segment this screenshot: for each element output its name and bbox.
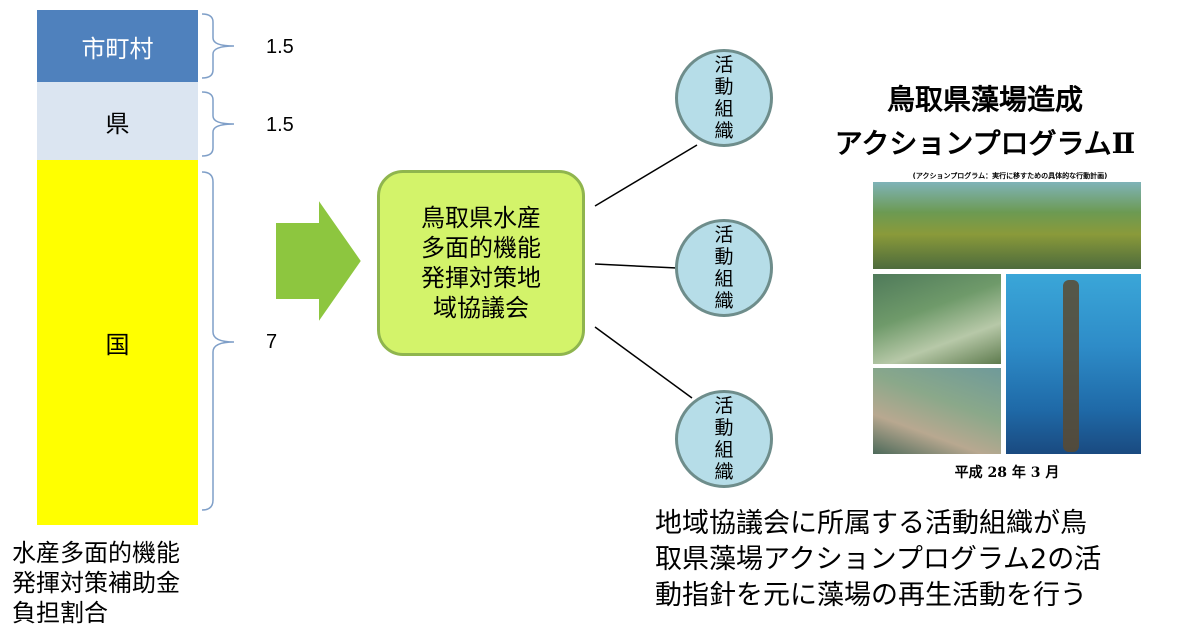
cover-photo-fish xyxy=(873,274,1001,364)
activity-org-2: 活 動 組 織 xyxy=(675,219,773,317)
segment-nation: 国 xyxy=(37,160,198,525)
cover-title-line1: 鳥取県藻場造成 xyxy=(886,83,1083,116)
brace-nation xyxy=(201,171,235,511)
connector-1 xyxy=(594,144,698,207)
brace-city xyxy=(201,13,235,79)
description-text: 地域協議会に所属する活動組織が鳥 取県藻場アクションプログラム2の活 動指針を元… xyxy=(655,508,1102,611)
cover-photo-cuttlefish xyxy=(873,368,1001,454)
segment-prefecture-label: 県 xyxy=(105,109,130,138)
brace-prefecture xyxy=(201,91,235,157)
segment-city: 市町村 xyxy=(37,10,198,82)
segment-nation-label: 国 xyxy=(105,331,130,359)
council-box: 鳥取県水産 多面的機能 発揮対策地 域協議会 xyxy=(377,170,585,356)
cover-subtitle: (アクションプログラム：実行に移すための具体的な行動計画) xyxy=(912,172,1108,180)
activity-org-2-label: 活 動 組 織 xyxy=(714,224,734,312)
flow-arrow xyxy=(274,194,364,328)
cover-date: 平成 28 年 3 月 xyxy=(954,465,1060,481)
activity-org-1: 活 動 組 織 xyxy=(675,49,773,147)
activity-org-3: 活 動 組 織 xyxy=(675,390,773,488)
value-nation: 7 xyxy=(266,331,278,353)
cover-photo-kelp xyxy=(1063,280,1079,452)
value-prefecture: 1.5 xyxy=(266,114,294,136)
connector-3 xyxy=(594,326,693,399)
budget-caption: 水産多面的機能 発揮対策補助金 負担割合 xyxy=(12,539,180,627)
activity-org-1-label: 活 動 組 織 xyxy=(714,54,734,142)
connector-2 xyxy=(594,263,678,269)
segment-city-label: 市町村 xyxy=(81,34,154,63)
segment-prefecture: 県 xyxy=(37,82,198,160)
cover-photo-seaweed-bed xyxy=(873,182,1141,269)
council-label: 鳥取県水産 多面的機能 発揮対策地 域協議会 xyxy=(421,204,541,322)
value-city: 1.5 xyxy=(266,36,294,58)
cover-title-line2: アクションプログラムⅡ xyxy=(834,127,1136,160)
activity-org-3-label: 活 動 組 織 xyxy=(714,395,734,483)
